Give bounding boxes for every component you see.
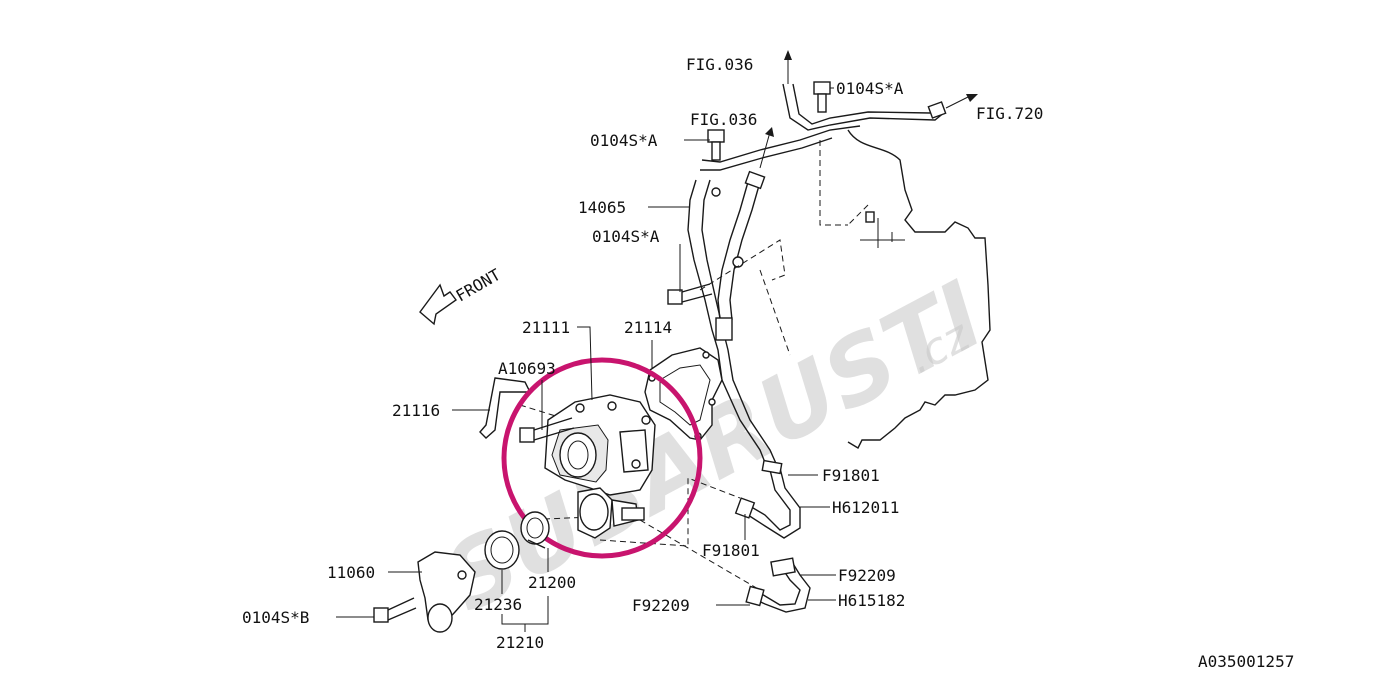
label-21114: 21114 [624, 318, 672, 337]
label-bolt-top-right: 0104S*A [836, 79, 904, 98]
arrow-heads [765, 50, 978, 137]
diagram-id: A035001257 [1198, 652, 1294, 671]
bracket-21116 [479, 377, 532, 439]
coolant-pipes [687, 58, 971, 471]
arrow-up-icon [784, 50, 792, 60]
label-bolt-bottom: 0104S*B [242, 608, 309, 627]
gasket-21114 [644, 347, 723, 441]
water-pump-21111 [544, 394, 656, 539]
label-14065: 14065 [578, 198, 626, 217]
label-21236: 21236 [474, 595, 522, 614]
arrow-right-icon [966, 94, 978, 102]
label-f92209-a: F92209 [838, 566, 896, 585]
housing-11060 [417, 551, 476, 633]
label-leaders [336, 87, 836, 632]
label-21116: 21116 [392, 401, 440, 420]
engine-block [819, 129, 991, 449]
bolt-mid [667, 283, 713, 305]
highlight-circle [501, 357, 703, 559]
label-fig036-top: FIG.036 [686, 55, 753, 74]
label-bolt-top-left: 0104S*A [590, 131, 658, 150]
front-label: FRONT [453, 265, 505, 306]
bolt-top-right [813, 81, 831, 113]
watermark: SUBARUSTI .cz [428, 261, 1000, 633]
label-f92209-b: F92209 [632, 596, 690, 615]
label-11060: 11060 [327, 563, 375, 582]
label-21111: 21111 [522, 318, 570, 337]
bolt-bottom [373, 597, 417, 623]
label-fig036-mid: FIG.036 [690, 110, 757, 129]
label-a10693: A10693 [498, 359, 556, 378]
label-fig720: FIG.720 [976, 104, 1043, 123]
part-labels: FIG.036 0104S*A FIG.720 FIG.036 0104S*A … [242, 55, 1294, 671]
bolt-top-left [707, 129, 725, 161]
arrow-up-icon [765, 127, 774, 137]
thermostat-21200 [520, 511, 550, 549]
front-indicator: FRONT [419, 265, 505, 326]
front-arrow-icon [419, 283, 457, 326]
label-21210: 21210 [496, 633, 544, 652]
lower-hoses [734, 459, 811, 613]
label-21200: 21200 [528, 573, 576, 592]
label-h615182: H615182 [838, 591, 905, 610]
gasket-21236 [484, 530, 520, 570]
label-bolt-mid: 0104S*A [592, 227, 660, 246]
label-f91801-a: F91801 [822, 466, 880, 485]
watermark-text: SUBARUSTI [428, 261, 1000, 633]
label-f91801-b: F91801 [702, 541, 760, 560]
bolt-a10693 [519, 417, 575, 443]
label-h612011: H612011 [832, 498, 899, 517]
